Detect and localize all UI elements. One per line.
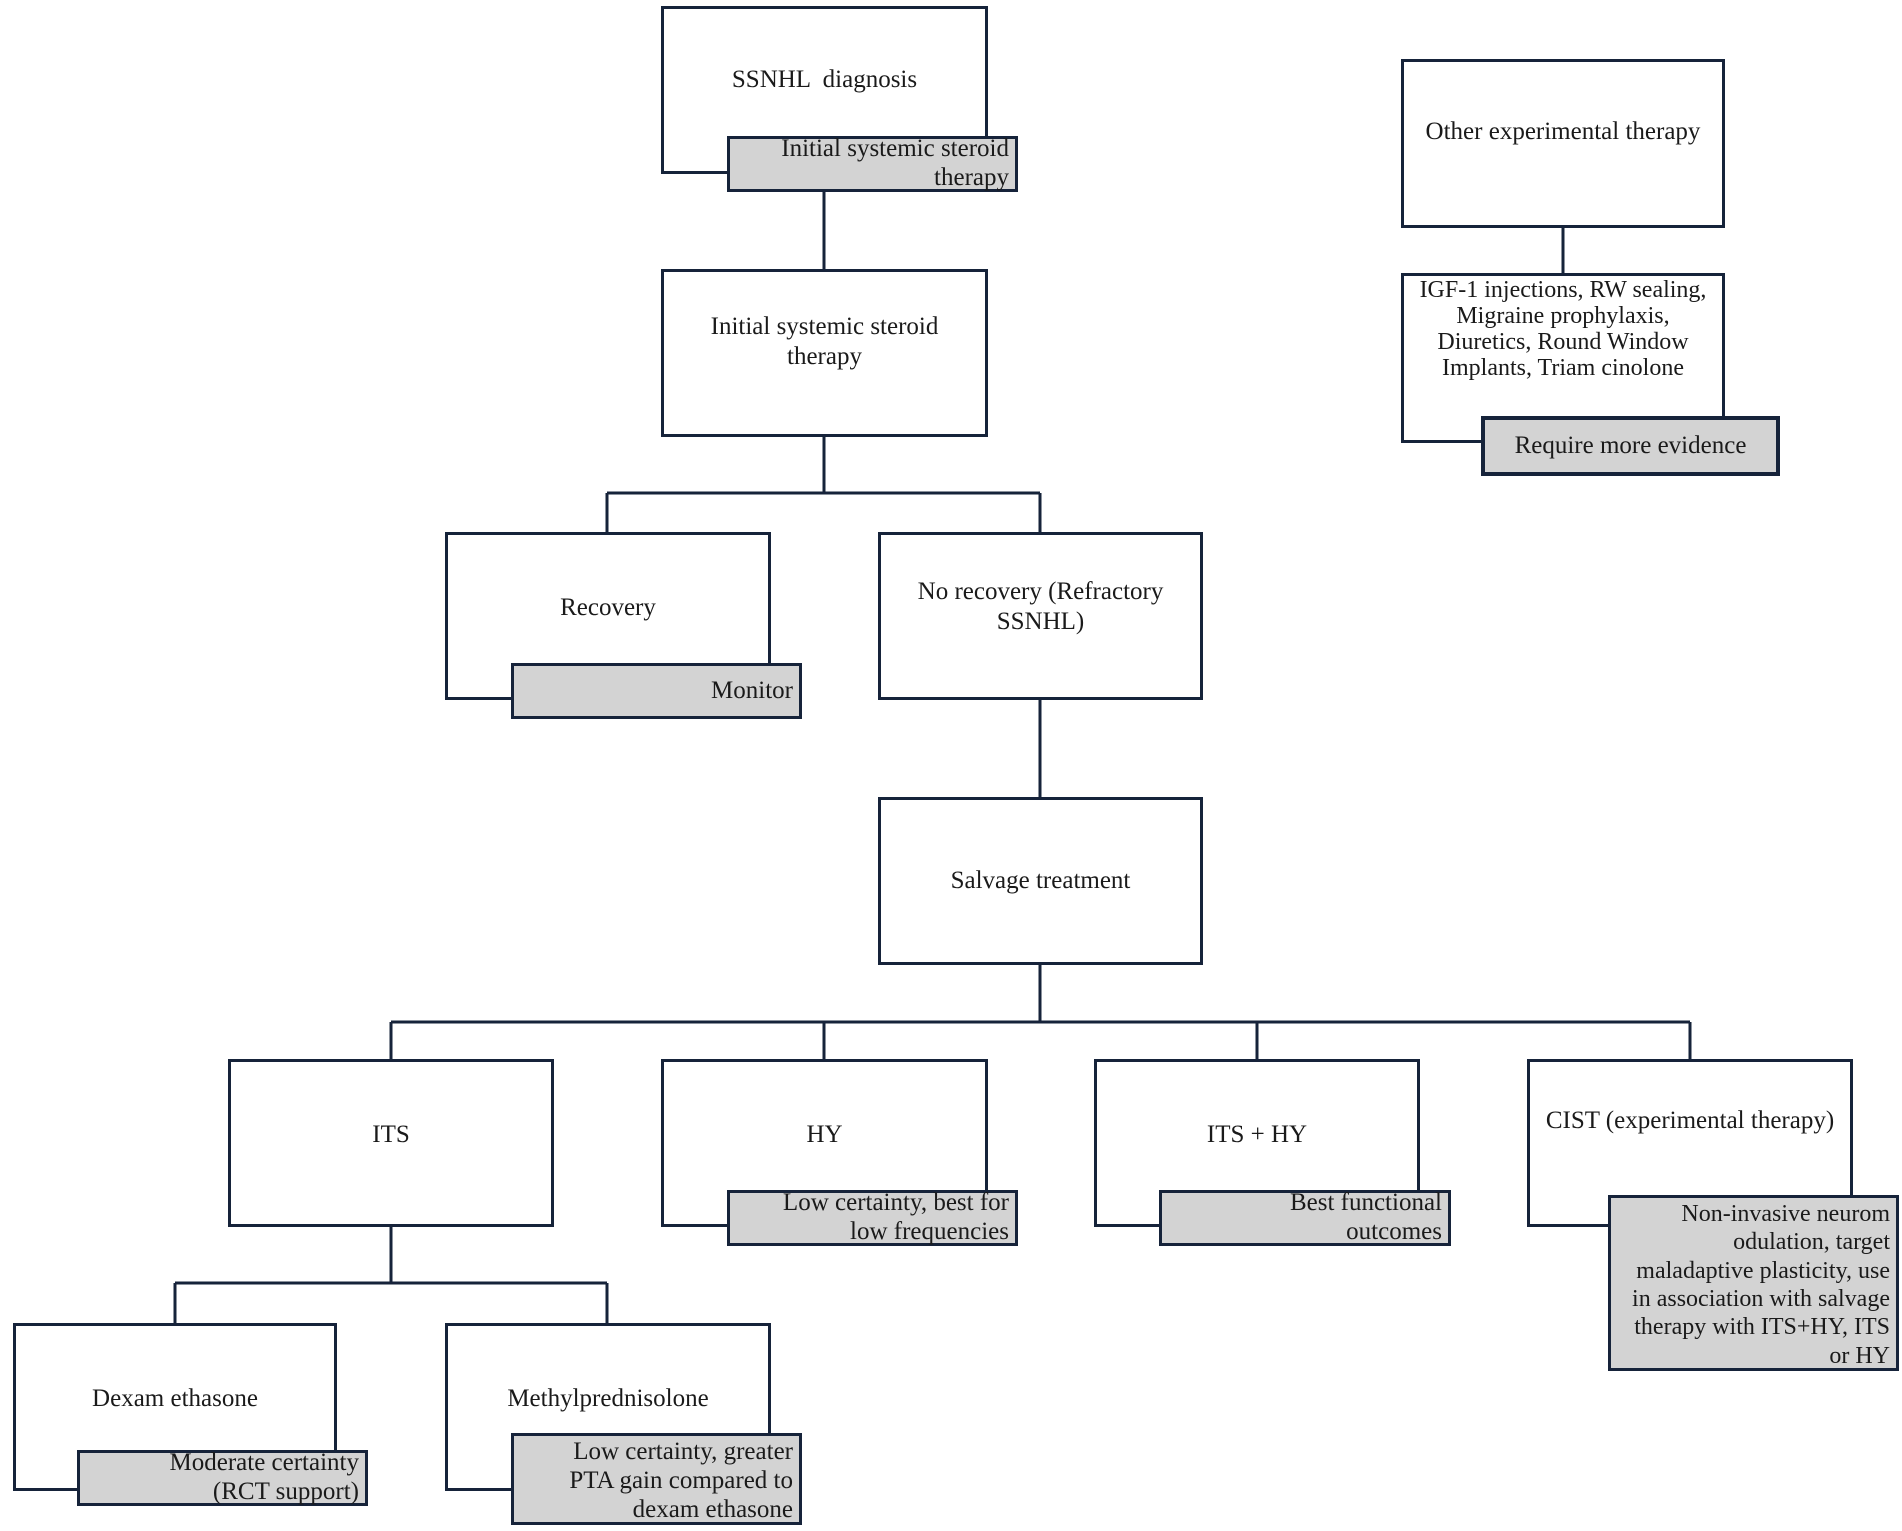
note-hy-text: Low certainty, best for low frequencies <box>782 1189 1009 1245</box>
node-salvage-treatment-label: Salvage treatment <box>950 867 1131 894</box>
node-its: ITS <box>228 1059 554 1227</box>
node-its-hy-label: ITS + HY <box>1206 1121 1308 1148</box>
node-no-recovery-label: No recovery (Refractory SSNHL) <box>917 578 1164 635</box>
note-hy: Low certainty, best for low frequencies <box>727 1189 1018 1246</box>
node-no-recovery: No recovery (Refractory SSNHL) <box>878 532 1203 700</box>
node-hy-label: HY <box>806 1121 843 1148</box>
note-ssnhl-diagnosis-text: Initial systemic steroid therapy <box>781 135 1009 191</box>
note-methylprednisolone-text: Low certainty, greater PTA gain compared… <box>569 1438 793 1523</box>
node-its-label: ITS <box>372 1121 410 1148</box>
node-other-experimental-list-label: IGF-1 injections, RW sealing, Migraine p… <box>1419 277 1707 381</box>
node-dexamethasone-label: Dexam ethasone <box>92 1385 258 1412</box>
note-recovery: Monitor <box>511 663 802 719</box>
node-other-experimental-list: IGF-1 injections, RW sealing, Migraine p… <box>1401 273 1725 443</box>
note-other-experimental-list-text: Require more evidence <box>1514 431 1747 459</box>
note-ssnhl-diagnosis: Initial systemic steroid therapy <box>727 135 1018 192</box>
node-cist-label: CIST (experimental therapy) <box>1545 1107 1835 1134</box>
note-recovery-text: Monitor <box>711 676 793 704</box>
note-cist: Non-invasive neurom odulation, target ma… <box>1608 1195 1899 1371</box>
note-dexamethasone: Moderate certainty (RCT support) <box>77 1449 368 1506</box>
note-methylprednisolone: Low certainty, greater PTA gain compared… <box>511 1433 802 1525</box>
node-ssnhl-diagnosis-label: SSNHL diagnosis <box>731 66 918 93</box>
node-methylprednisolone-label: Methylprednisolone <box>507 1385 709 1412</box>
note-cist-text: Non-invasive neurom odulation, target ma… <box>1632 1201 1890 1369</box>
node-salvage-treatment: Salvage treatment <box>878 797 1203 965</box>
node-other-experimental: Other experimental therapy <box>1401 59 1725 228</box>
note-its-hy: Best functional outcomes <box>1159 1189 1451 1246</box>
node-initial-steroid-therapy-label: Initial systemic steroid therapy <box>710 313 939 370</box>
node-recovery-label: Recovery <box>560 594 656 621</box>
note-dexamethasone-text: Moderate certainty (RCT support) <box>169 1449 360 1505</box>
node-initial-steroid-therapy: Initial systemic steroid therapy <box>661 269 988 437</box>
node-other-experimental-label: Other experimental therapy <box>1425 118 1701 145</box>
note-its-hy-text: Best functional outcomes <box>1289 1189 1442 1245</box>
note-other-experimental-list: Require more evidence <box>1481 416 1780 476</box>
